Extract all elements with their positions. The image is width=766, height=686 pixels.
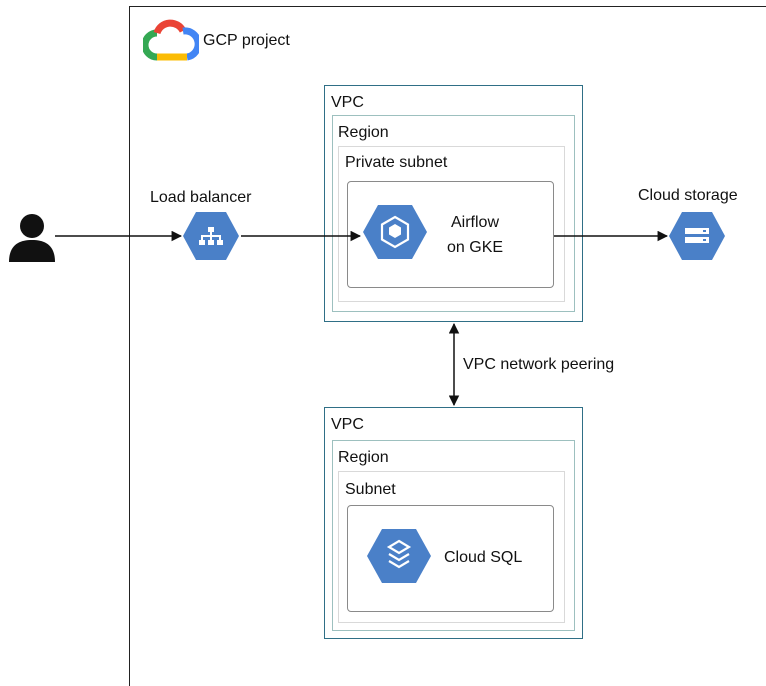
gcp-project-label: GCP project [203,32,290,49]
cloud-storage-label: Cloud storage [638,187,738,204]
gke-icon [363,205,427,259]
airflow-label-line2: on GKE [447,239,504,256]
gcp-cloud-logo [143,19,199,61]
user-icon [9,214,55,262]
cloud-storage-icon [669,212,725,260]
region-label-top: Region [338,124,389,141]
connectors-layer [55,230,669,407]
region-label-bottom: Region [338,449,389,466]
airflow-label-line1: Airflow [451,214,500,231]
gcp-project-frame [129,6,766,686]
peering-label: VPC network peering [463,356,615,373]
private-subnet-label: Private subnet [345,154,448,171]
load-balancer-label: Load balancer [150,189,252,206]
vpc-label-top: VPC [331,94,364,111]
cloud-sql-icon [367,529,431,583]
subnet-label: Subnet [345,481,396,498]
load-balancer-icon [183,212,239,260]
cloud-sql-label: Cloud SQL [444,549,523,566]
vpc-label-bottom: VPC [331,416,364,433]
